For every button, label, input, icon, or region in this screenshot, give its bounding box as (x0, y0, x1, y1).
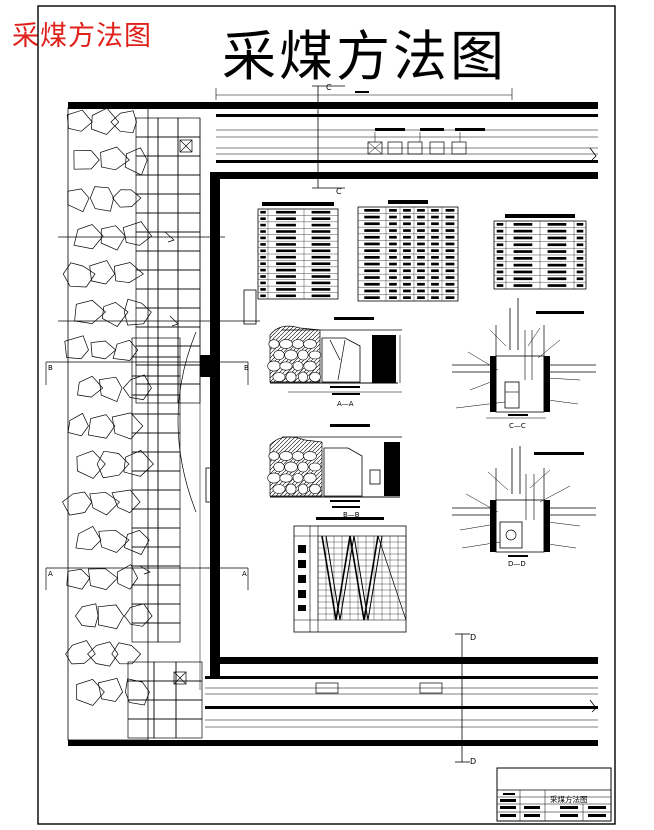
section-d-d-label: D—D (508, 560, 526, 568)
section-a-right-marker: A (242, 570, 247, 578)
section-b-b-view (267, 424, 402, 508)
equipment-list-table (493, 214, 587, 290)
section-c-bottom-marker: C (336, 187, 342, 196)
section-c-c-view (452, 298, 596, 419)
section-c-top-marker: C (326, 83, 332, 92)
upper-roadway-rail-lower (216, 160, 598, 163)
section-c-c-label: C—C (509, 422, 526, 430)
page-title: 采煤方法图 (222, 25, 507, 88)
section-a-cut-line (45, 565, 249, 590)
title-block-drawing-name: 采煤方法图 (550, 794, 588, 804)
section-d-d-view (452, 446, 596, 557)
section-c-cut-line (312, 85, 345, 189)
hydraulic-support-column (127, 117, 203, 739)
section-b-left-marker: B (48, 364, 53, 372)
upper-equipment-train (367, 128, 485, 155)
goaf-rock-mass (62, 107, 154, 741)
section-d-top-marker: D (470, 633, 476, 642)
working-face-coal-wall (210, 172, 220, 677)
return-airway-band (68, 102, 598, 109)
section-a-left-marker: A (48, 570, 53, 578)
drawing-border (37, 5, 616, 825)
labor-organization-table (357, 200, 459, 302)
section-b-right-marker: B (244, 364, 249, 372)
lower-equipment-box (315, 682, 339, 694)
section-a-a-label: A—A (337, 400, 354, 408)
section-d-cut-line (455, 633, 470, 763)
work-cycle-chart (293, 517, 407, 633)
coal-face-bottom-band (220, 657, 598, 664)
title-block (496, 767, 612, 822)
upper-dimension-line (215, 88, 513, 100)
section-a-a-view (267, 317, 402, 395)
support-end-marker (200, 355, 210, 377)
lower-roadway-rail-lower (205, 706, 598, 709)
section-d-bottom-marker: D (470, 757, 476, 766)
leader-lines (58, 231, 260, 327)
break-mark-upper (589, 147, 597, 161)
lower-dimension-tag (325, 741, 339, 743)
technical-parameter-table (257, 202, 339, 300)
upper-roadway-rail (216, 114, 598, 117)
shearer-marker (243, 289, 257, 325)
lower-equipment-box-2 (419, 682, 443, 694)
watermark-label: 采煤方法图 (12, 21, 152, 52)
section-b-b-label: B—B (343, 511, 360, 519)
shearer-marker-lower (205, 467, 219, 503)
coal-face-top-band (220, 172, 598, 179)
section-b-cut-line (45, 361, 249, 385)
lower-roadway-rail (205, 676, 598, 679)
